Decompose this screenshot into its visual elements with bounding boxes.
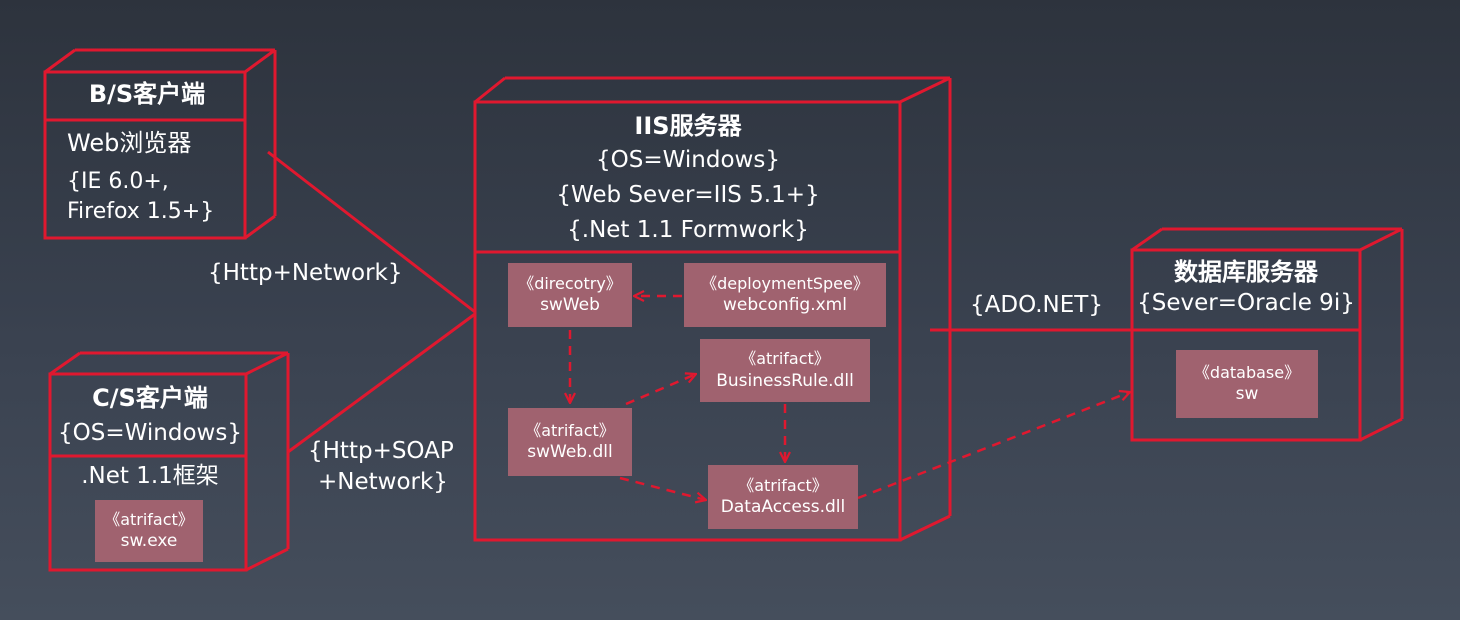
bs-client-browser-versions: {IE 6.0+, (67, 169, 169, 194)
artifact-name: BusinessRule.dll (716, 370, 854, 391)
artifact-dataaccess-dll: 《atrifact》 DataAccess.dll (708, 465, 858, 529)
artifact-businessrule-dll: 《atrifact》 BusinessRule.dll (700, 339, 870, 402)
cs-client-os: {OS=Windows} (58, 420, 242, 446)
label-http-soap-network: +Network} (318, 469, 448, 495)
artifact-stereotype: 《atrifact》 (525, 420, 615, 440)
artifact-stereotype: 《database》 (1193, 362, 1301, 382)
artifact-name: sw.exe (120, 531, 178, 552)
dep-dataaccess-to-db (857, 392, 1130, 500)
artifact-name: swWeb (540, 295, 600, 316)
artifact-webconfig: 《deploymentSpee》 webconfig.xml (684, 263, 886, 327)
iis-server-webserver: {Web Sever=IIS 5.1+} (556, 182, 820, 208)
iis-server-node-shape (473, 76, 952, 542)
bs-client-node-shape (43, 48, 277, 240)
db-server-title: 数据库服务器 (1174, 258, 1318, 286)
artifact-name: swWeb.dll (527, 442, 613, 463)
bs-to-iis-path (267, 150, 476, 314)
iis-server-os: {OS=Windows} (596, 147, 780, 173)
cs-client-title: C/S客户端 (92, 384, 208, 412)
bs-client-browser-label: Web浏览器 (67, 129, 192, 157)
artifact-stereotype: 《atrifact》 (104, 509, 194, 529)
artifact-swweb-dll: 《atrifact》 swWeb.dll (508, 408, 632, 476)
db-server-node-shape (1130, 227, 1404, 442)
artifact-stereotype: 《direcotry》 (518, 273, 622, 293)
artifact-database-sw: 《database》 sw (1176, 350, 1318, 418)
iis-server-title: IIS服务器 (634, 112, 742, 140)
artifact-sw-exe: 《atrifact》 sw.exe (95, 500, 203, 562)
cs-client-node-shape (48, 351, 290, 572)
artifact-name: sw (1235, 384, 1259, 405)
artifact-stereotype: 《atrifact》 (740, 349, 830, 369)
artifact-swweb-directory: 《direcotry》 swWeb (508, 263, 632, 327)
iis-server-framework: {.Net 1.1 Formwork} (567, 217, 809, 243)
label-http-soap: {Http+SOAP (308, 438, 454, 464)
bs-client-browser-versions-cont: Firefox 1.5+} (67, 199, 215, 224)
cs-to-iis-path (287, 312, 476, 454)
artifact-name: webconfig.xml (723, 295, 847, 316)
bs-client-title: B/S客户端 (88, 80, 206, 108)
cs-client-framework: .Net 1.1框架 (81, 463, 219, 489)
label-ado-net: {ADO.NET} (970, 292, 1103, 318)
dep-swwebdll-to-dataaccess (619, 476, 706, 500)
label-http-network: {Http+Network} (208, 260, 403, 286)
db-server-version: {Sever=Oracle 9i} (1137, 290, 1355, 316)
artifact-stereotype: 《deploymentSpee》 (701, 273, 869, 293)
dep-swwebdll-to-businessrule (625, 374, 696, 406)
artifact-name: DataAccess.dll (720, 497, 846, 518)
artifact-stereotype: 《atrifact》 (738, 475, 828, 495)
